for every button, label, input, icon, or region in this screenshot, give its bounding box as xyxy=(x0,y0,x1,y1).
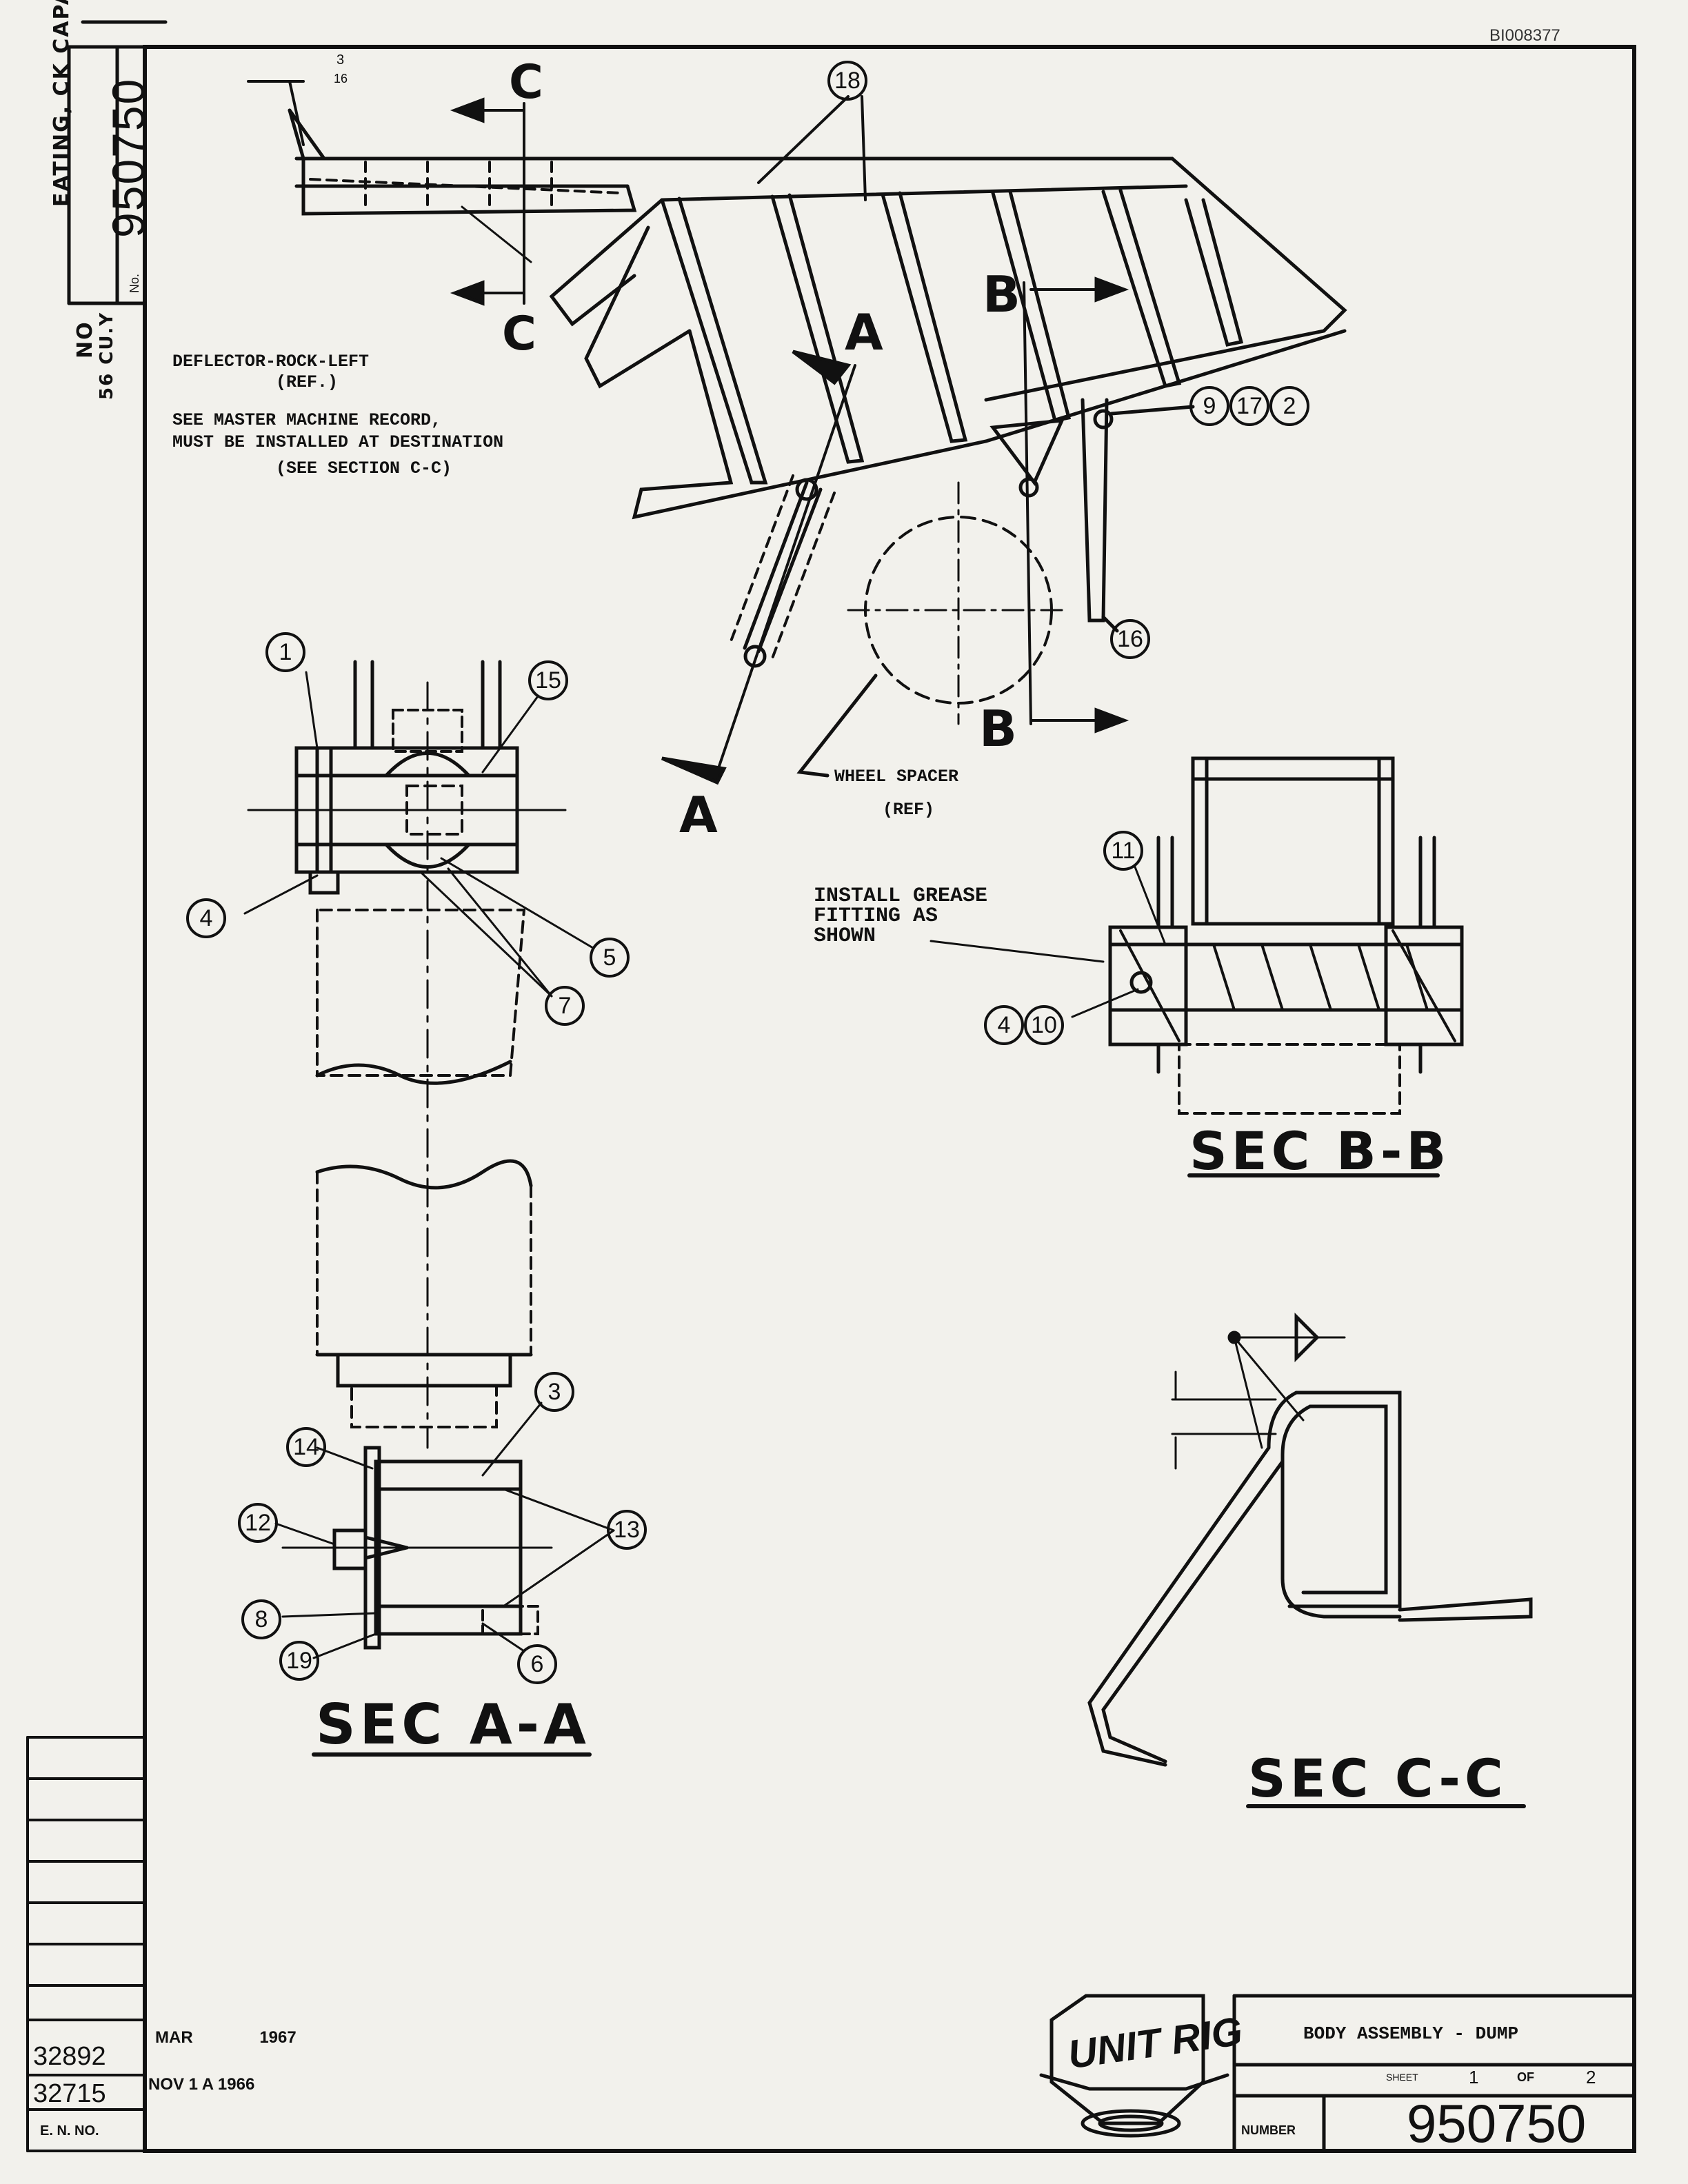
revision-2-date: NOV 1 A 1966 xyxy=(148,2075,255,2094)
balloon-5: 5 xyxy=(590,938,630,978)
note-master-line2: MUST BE INSTALLED AT DESTINATION xyxy=(172,432,504,452)
sheet-border xyxy=(143,45,1636,2153)
section-title-cc: SEC C-C xyxy=(1248,1748,1507,1809)
balloon-10: 10 xyxy=(1024,1005,1064,1045)
document-id: BI008377 xyxy=(1489,26,1560,45)
arrow-a-top xyxy=(792,350,852,385)
weld-fraction-denominator: 16 xyxy=(334,72,348,85)
cut-letter-b-top: B xyxy=(983,265,1025,323)
strip-truck-no: NO xyxy=(73,321,97,358)
weld-fraction-numerator: 3 xyxy=(336,52,345,68)
revision-1-en: 32892 xyxy=(33,2042,106,2071)
note-grease-line3: SHOWN xyxy=(814,924,876,948)
note-grease-line2: FITTING AS xyxy=(814,904,938,928)
revision-ladder xyxy=(26,1708,146,2152)
balloon-18: 18 xyxy=(827,61,867,101)
balloon-3: 3 xyxy=(534,1372,574,1412)
balloon-11: 11 xyxy=(1103,831,1143,871)
balloon-1: 1 xyxy=(265,632,305,672)
balloon-4-bb: 4 xyxy=(984,1005,1024,1045)
strip-no-label: No. xyxy=(128,273,141,293)
strip-capacity: 56 CU.Y xyxy=(97,311,117,400)
cut-letter-a-top: A xyxy=(845,303,887,361)
of-number: 2 xyxy=(1586,2067,1596,2087)
dump-body-elevation xyxy=(247,80,1347,785)
balloon-19: 19 xyxy=(279,1641,319,1681)
number-label: NUMBER xyxy=(1241,2123,1296,2137)
balloon-6: 6 xyxy=(517,1644,557,1684)
balloon-16: 16 xyxy=(1110,619,1150,659)
cut-letter-c-top: C xyxy=(509,55,547,110)
note-grease-line1: INSTALL GREASE xyxy=(814,884,988,908)
balloon-2: 2 xyxy=(1269,386,1309,426)
balloon-7: 7 xyxy=(545,986,585,1026)
unit-rig-logo-shape xyxy=(1039,1994,1229,2138)
cut-letter-c-bottom: C xyxy=(502,307,541,361)
section-line-bb xyxy=(1023,281,1032,725)
title-block-title: BODY ASSEMBLY - DUMP xyxy=(1303,2023,1519,2044)
note-master-line3: (SEE SECTION C-C) xyxy=(276,458,452,478)
balloon-17: 17 xyxy=(1229,386,1269,426)
note-wheel-spacer: WHEEL SPACER xyxy=(834,767,959,787)
cut-letter-a-bottom: A xyxy=(679,786,722,844)
section-aa-drawing xyxy=(243,660,615,1757)
en-no-label: E. N. NO. xyxy=(40,2123,99,2138)
balloon-8: 8 xyxy=(241,1599,281,1639)
sheet-number: 1 xyxy=(1469,2067,1479,2087)
sheet-label: SHEET xyxy=(1386,2072,1418,2083)
balloon-12: 12 xyxy=(238,1503,278,1543)
section-title-bb: SEC B-B xyxy=(1189,1120,1451,1182)
revision-2-en: 32715 xyxy=(33,2079,106,2108)
arrow-a-bottom xyxy=(661,756,727,785)
note-master-line1: SEE MASTER MACHINE RECORD, xyxy=(172,410,442,430)
section-line-aa xyxy=(716,364,856,774)
balloon-9: 9 xyxy=(1189,386,1229,426)
title-block-frame xyxy=(1232,1994,1636,2153)
strip-drawing-number: 950750 xyxy=(103,77,154,238)
note-deflector-line1: DEFLECTOR-ROCK-LEFT xyxy=(172,352,370,372)
balloon-14: 14 xyxy=(286,1427,326,1467)
section-cc-drawing xyxy=(1087,1312,1533,1808)
section-title-aa: SEC A-A xyxy=(316,1692,590,1757)
cut-letter-b-bottom: B xyxy=(979,700,1021,758)
revision-1-date: MAR 1967 xyxy=(155,2028,297,2047)
note-deflector-line2: (REF.) xyxy=(276,372,339,392)
section-bb-drawing xyxy=(930,756,1464,1177)
balloon-13: 13 xyxy=(607,1510,647,1550)
balloon-15: 15 xyxy=(528,660,568,700)
of-label: OF xyxy=(1517,2070,1534,2084)
strip-heading: EATING, CK CAPACITY xyxy=(50,0,74,207)
note-wheel-spacer-ref: (REF) xyxy=(883,800,935,820)
balloon-4: 4 xyxy=(186,898,226,938)
drawing-number: 950750 xyxy=(1407,2093,1587,2154)
